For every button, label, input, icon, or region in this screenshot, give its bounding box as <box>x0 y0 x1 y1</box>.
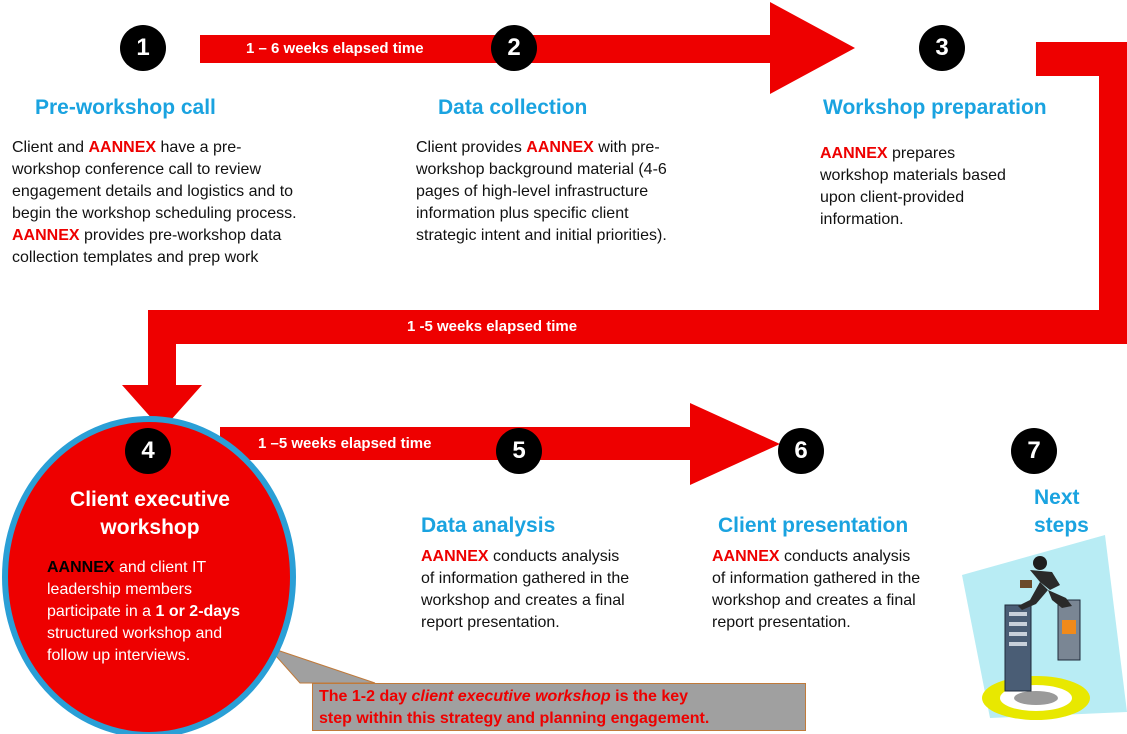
step-5-title: Data analysis <box>421 514 556 537</box>
step-7-title: Next steps <box>1034 486 1089 537</box>
brand-name: AANNEX <box>820 145 888 162</box>
arrow-label-4-5: 1 –5 weeks elapsed time <box>258 435 432 452</box>
workshop-circle <box>2 416 296 734</box>
step-2-description: Client provides AANNEX with pre- worksho… <box>416 139 667 244</box>
step-5-description: AANNEX conducts analysis of information … <box>421 548 630 631</box>
brand-name: AANNEX <box>712 548 780 565</box>
next-steps-illustration <box>962 535 1127 720</box>
step-4-title: Client executive workshop <box>70 488 230 539</box>
step-1-description: Client and AANNEX have a pre- workshop c… <box>12 139 297 266</box>
step-3-badge: 3 <box>919 25 965 71</box>
step-7-badge: 7 <box>1011 428 1057 474</box>
key-step-callout: The 1-2 day client executive workshop is… <box>312 683 806 731</box>
step-2-badge: 2 <box>491 25 537 71</box>
step-1-badge: 1 <box>120 25 166 71</box>
brand-name: AANNEX <box>526 139 594 156</box>
arrow-label-1-2: 1 – 6 weeks elapsed time <box>246 40 424 57</box>
step-6-description: AANNEX conducts analysis of information … <box>712 548 921 631</box>
return-connector-arrow <box>122 42 1127 430</box>
step-5-badge: 5 <box>496 428 542 474</box>
step-3-title: Workshop preparation <box>823 96 1047 119</box>
brand-name: AANNEX <box>88 139 157 156</box>
arrow-label-3-4: 1 -5 weeks elapsed time <box>407 318 578 335</box>
step-3-description: AANNEX prepares workshop materials based… <box>820 145 1006 228</box>
brand-name: AANNEX <box>47 559 115 576</box>
step-6-badge: 6 <box>778 428 824 474</box>
brand-name: AANNEX <box>12 227 80 244</box>
brand-name: AANNEX <box>421 548 489 565</box>
step-6-title: Client presentation <box>718 514 909 537</box>
step-4-description: AANNEX and client IT leadership members … <box>47 559 240 664</box>
step-4-badge: 4 <box>125 428 171 474</box>
step-2-title: Data collection <box>438 96 588 119</box>
step-1-title: Pre-workshop call <box>35 96 216 119</box>
